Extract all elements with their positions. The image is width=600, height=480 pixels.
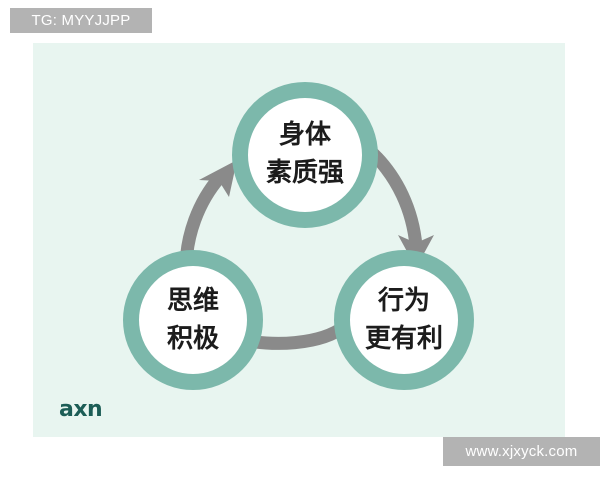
node-behavior[interactable]: 行为 更有利 [334, 250, 474, 390]
node-physical[interactable]: 身体 素质强 [232, 82, 378, 228]
node-physical-line2: 素质强 [266, 157, 344, 187]
node-behavior-line1: 行为 [377, 285, 430, 315]
node-behavior-line2: 更有利 [365, 323, 443, 353]
node-mindset-line1: 思维 [167, 285, 219, 315]
node-mindset-line2: 积极 [167, 323, 220, 353]
diagram-panel: 身体 素质强 行为 更有利 思维 积极 [33, 43, 565, 437]
watermark-bottom-right: www.xjxyck.com [443, 437, 600, 466]
node-ring [334, 250, 474, 390]
watermark-top-left: TG: MYYJJPP [10, 8, 152, 33]
cycle-diagram: 身体 素质强 行为 更有利 思维 积极 [123, 82, 474, 390]
node-ring [123, 250, 263, 390]
node-ring [232, 82, 378, 228]
arrow-head [199, 160, 237, 197]
node-physical-line1: 身体 [279, 119, 332, 149]
axn-logo: axn [59, 397, 103, 422]
node-mindset[interactable]: 思维 积极 [123, 250, 263, 390]
